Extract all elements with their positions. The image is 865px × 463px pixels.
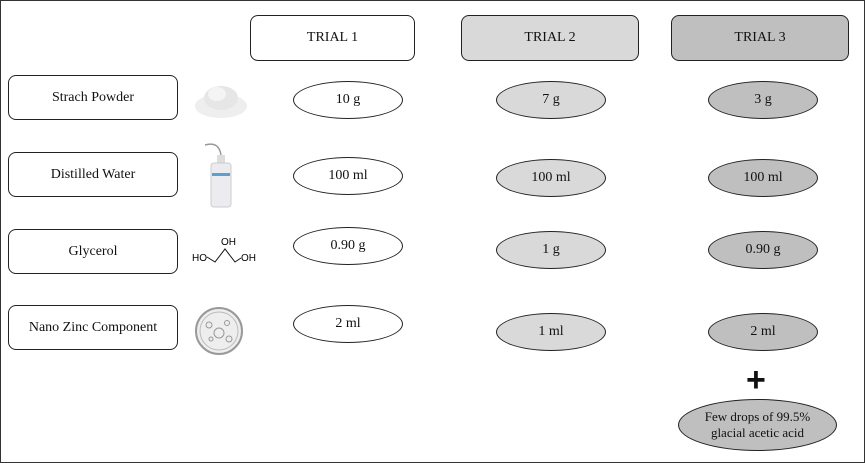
svg-text:HO: HO [192, 253, 207, 264]
plus-icon: + [746, 361, 766, 399]
glycerol-structure-icon: OH HO OH [192, 237, 256, 264]
powder-icon [195, 86, 247, 118]
label-glycerol: Glycerol [8, 229, 178, 274]
trial3-glycerol: 0.90 g [708, 231, 818, 269]
label-starch-powder: Strach Powder [8, 75, 178, 120]
label-nano-zinc: Nano Zinc Component [8, 305, 178, 350]
petri-dish-icon [195, 307, 243, 355]
acid-line-1: Few drops of 99.5% [704, 409, 811, 425]
wash-bottle-icon [204, 143, 232, 208]
trial2-starch: 7 g [496, 81, 606, 119]
header-trial-1: TRIAL 1 [250, 15, 415, 61]
trial2-nano-zinc: 1 ml [496, 313, 606, 351]
trial3-starch: 3 g [708, 81, 818, 119]
trial1-nano-zinc: 2 ml [293, 305, 403, 343]
svg-text:OH: OH [221, 237, 236, 248]
acid-line-2: glacial acetic acid [710, 425, 805, 440]
trial1-water: 100 ml [293, 157, 403, 195]
trial2-water: 100 ml [496, 159, 606, 197]
trial1-glycerol: 0.90 g [293, 227, 403, 265]
trial1-starch: 10 g [293, 81, 403, 119]
trial3-water: 100 ml [708, 159, 818, 197]
trial3-acetic-acid: Few drops of 99.5% glacial acetic acid [678, 399, 837, 451]
trial3-nano-zinc: 2 ml [708, 313, 818, 351]
label-distilled-water: Distilled Water [8, 152, 178, 197]
header-trial-2: TRIAL 2 [461, 15, 639, 61]
header-trial-3: TRIAL 3 [671, 15, 849, 61]
svg-text:OH: OH [241, 253, 256, 264]
trial2-glycerol: 1 g [496, 231, 606, 269]
